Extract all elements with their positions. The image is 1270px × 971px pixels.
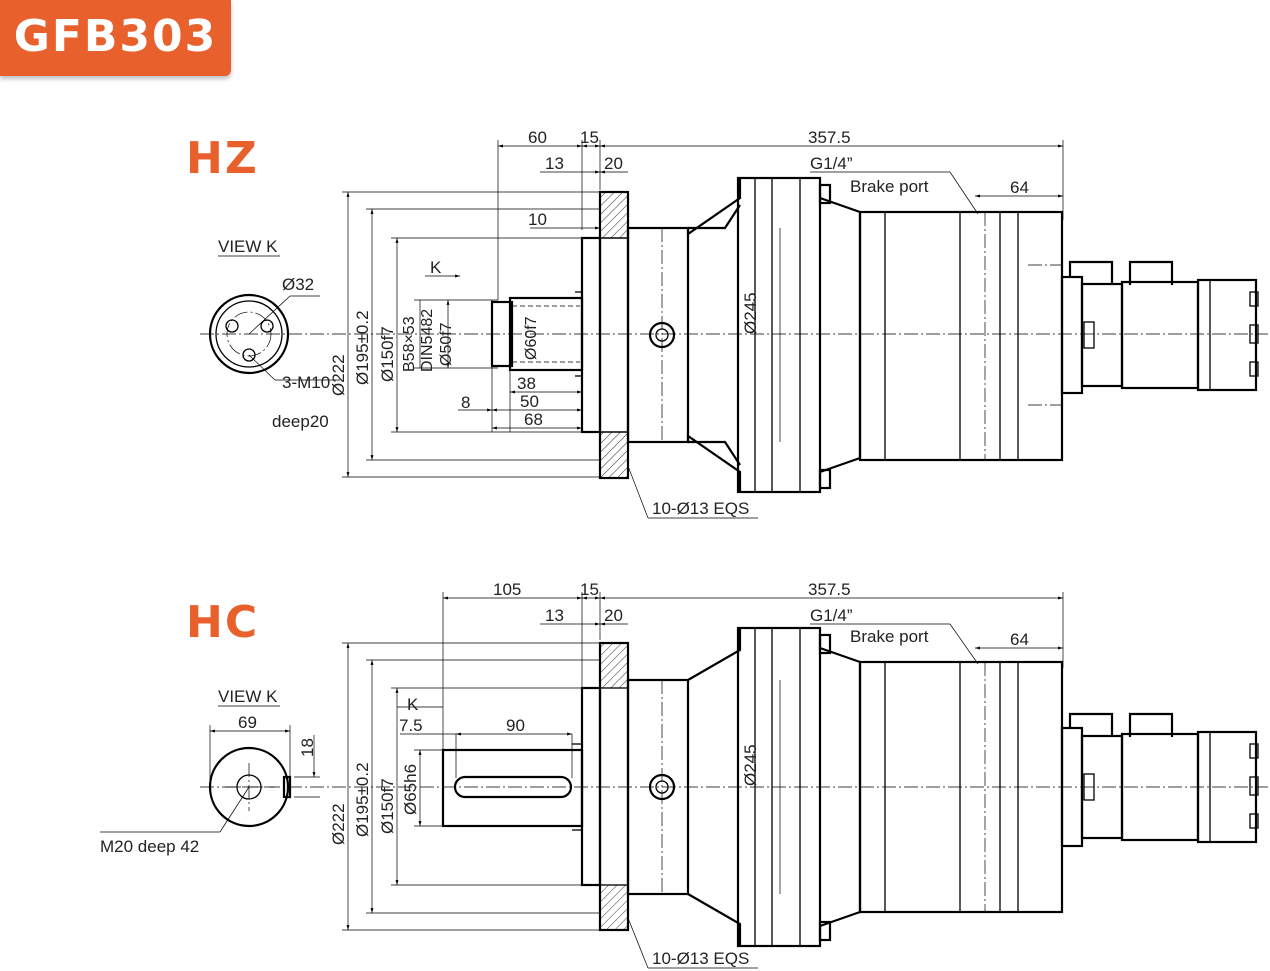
hc-dim-90: 90 xyxy=(506,716,525,735)
hc-view-k xyxy=(100,705,320,833)
hz-thread-depth: deep20 xyxy=(272,412,329,431)
hc-dim-357: 357.5 xyxy=(808,580,851,599)
hz-din-spec: DIN5482 xyxy=(419,309,436,372)
hz-dim-38: 38 xyxy=(517,374,536,393)
variant-title-hz: HZ xyxy=(186,133,259,184)
hc-dia-195: Ø195±0.2 xyxy=(353,762,372,837)
hz-bore-diameter: Ø32 xyxy=(282,275,314,294)
hz-dia-60: Ø60f7 xyxy=(523,316,540,360)
hz-view-k-label: VIEW K xyxy=(218,237,278,256)
hz-dim-15: 15 xyxy=(580,128,599,147)
hc-dia-150: Ø150f7 xyxy=(378,778,397,834)
hc-key-18: 18 xyxy=(298,738,317,757)
hc-hydraulic-motor xyxy=(1060,712,1259,848)
hc-dia-245: Ø245 xyxy=(741,744,760,786)
hz-dia-222: Ø222 xyxy=(329,354,348,396)
hz-port-thread: G1/4” xyxy=(810,154,853,173)
hz-spline-spec: B58×53 xyxy=(401,316,418,372)
hz-dim-50: 50 xyxy=(520,392,539,411)
hz-hydraulic-motor xyxy=(1060,260,1259,395)
hc-dia-65: Ø65h6 xyxy=(401,764,420,815)
hc-width-69: 69 xyxy=(238,713,257,732)
hc-flange xyxy=(580,641,630,932)
hz-view-k xyxy=(208,255,340,381)
model-name: GFB303 xyxy=(13,11,218,62)
hz-dim-68: 68 xyxy=(524,410,543,429)
model-badge: GFB303 xyxy=(0,0,231,76)
hz-drawing xyxy=(200,140,1268,519)
hz-dim-8: 8 xyxy=(461,393,470,412)
hc-holes-label: 10-Ø13 EQS xyxy=(652,949,749,968)
hc-thread-label: M20 deep 42 xyxy=(100,837,199,856)
hz-gear-housing xyxy=(626,176,1064,494)
hc-gear-housing xyxy=(626,626,1064,948)
hc-port-thread: G1/4” xyxy=(810,606,853,625)
hc-k-label: K xyxy=(407,695,419,714)
hc-dim-7-5: 7.5 xyxy=(399,716,423,735)
hz-holes-label: 10-Ø13 EQS xyxy=(652,499,749,518)
hc-dim-15: 15 xyxy=(580,580,599,599)
hc-dim-20: 20 xyxy=(604,606,623,625)
hz-dia-195: Ø195±0.2 xyxy=(353,310,372,385)
hz-dim-357: 357.5 xyxy=(808,128,851,147)
hz-dia-245: Ø245 xyxy=(741,292,760,334)
hc-port-name: Brake port xyxy=(850,627,929,646)
hz-dia-50: Ø50f7 xyxy=(438,322,455,366)
hz-port-name: Brake port xyxy=(850,177,929,196)
hz-dimension-lines xyxy=(342,140,1064,519)
hz-dim-60: 60 xyxy=(528,128,547,147)
hc-dim-13: 13 xyxy=(545,606,564,625)
hz-thread-label: 3-M10 xyxy=(282,373,330,392)
hz-dim-64: 64 xyxy=(1010,178,1029,197)
hz-dim-13: 13 xyxy=(545,154,564,173)
hc-dim-64: 64 xyxy=(1010,630,1029,649)
hz-dia-150: Ø150f7 xyxy=(378,326,397,382)
hc-dia-222: Ø222 xyxy=(329,803,348,845)
hz-flange xyxy=(580,190,630,480)
hz-k-label: K xyxy=(430,258,442,277)
hz-dim-20: 20 xyxy=(604,154,623,173)
hc-view-k-label: VIEW K xyxy=(218,687,278,706)
hc-drawing xyxy=(100,592,1268,969)
hc-dim-105: 105 xyxy=(493,580,521,599)
variant-title-hc: HC xyxy=(186,597,260,648)
hc-dimension-lines xyxy=(342,592,1064,969)
hz-dim-10: 10 xyxy=(528,210,547,229)
